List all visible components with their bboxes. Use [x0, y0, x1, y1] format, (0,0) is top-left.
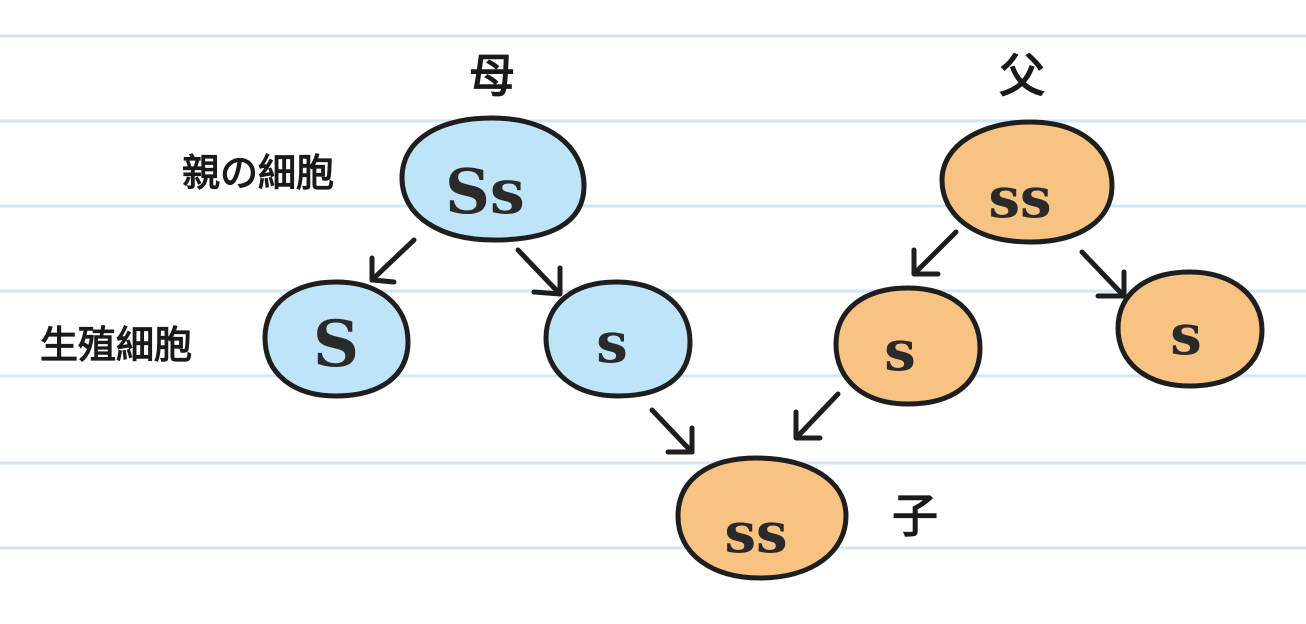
arrow-father-gamete-to-child	[793, 391, 841, 441]
mother-parent-genotype: Ss	[445, 155, 525, 228]
cell-shape	[833, 285, 983, 407]
cell-shape	[399, 115, 587, 243]
mother-parent-cell: Ss	[399, 115, 587, 243]
mother-gamete-right-genotype: s	[596, 310, 628, 376]
child-genotype: ss	[724, 500, 787, 566]
mother-label: 母	[469, 49, 515, 103]
arrows	[369, 229, 1127, 455]
mother-gamete-left-genotype: S	[313, 307, 359, 382]
cell-shape	[1115, 269, 1265, 389]
child-cell: ss	[675, 455, 849, 581]
child-label: 子	[892, 489, 938, 543]
cell-shape	[262, 279, 411, 399]
father-parent-genotype: ss	[988, 165, 1051, 231]
germ-cell-label: 生殖細胞	[40, 323, 192, 367]
arrow-mother-gamete-to-child	[649, 407, 695, 455]
arrow-father-to-right-gamete	[1079, 249, 1127, 299]
parent-cell-label: 親の細胞	[182, 151, 334, 195]
father-gamete-left-genotype: s	[884, 318, 916, 384]
father-gamete-right-genotype: s	[1170, 302, 1202, 368]
arrow-mother-to-right-gamete	[515, 247, 563, 297]
cell-shape	[675, 455, 849, 581]
father-parent-cell: ss	[939, 119, 1115, 245]
cell-shape	[939, 119, 1115, 245]
father-gamete-right: s	[1115, 269, 1265, 389]
arrow-mother-to-left-gamete	[369, 237, 417, 285]
father-gamete-left: s	[833, 285, 983, 407]
cell-shape	[543, 279, 693, 399]
mother-gamete-right: s	[543, 279, 693, 399]
arrow-father-to-left-gamete	[911, 229, 959, 277]
mother-gamete-left: S	[262, 279, 411, 399]
father-label: 父	[999, 49, 1045, 103]
